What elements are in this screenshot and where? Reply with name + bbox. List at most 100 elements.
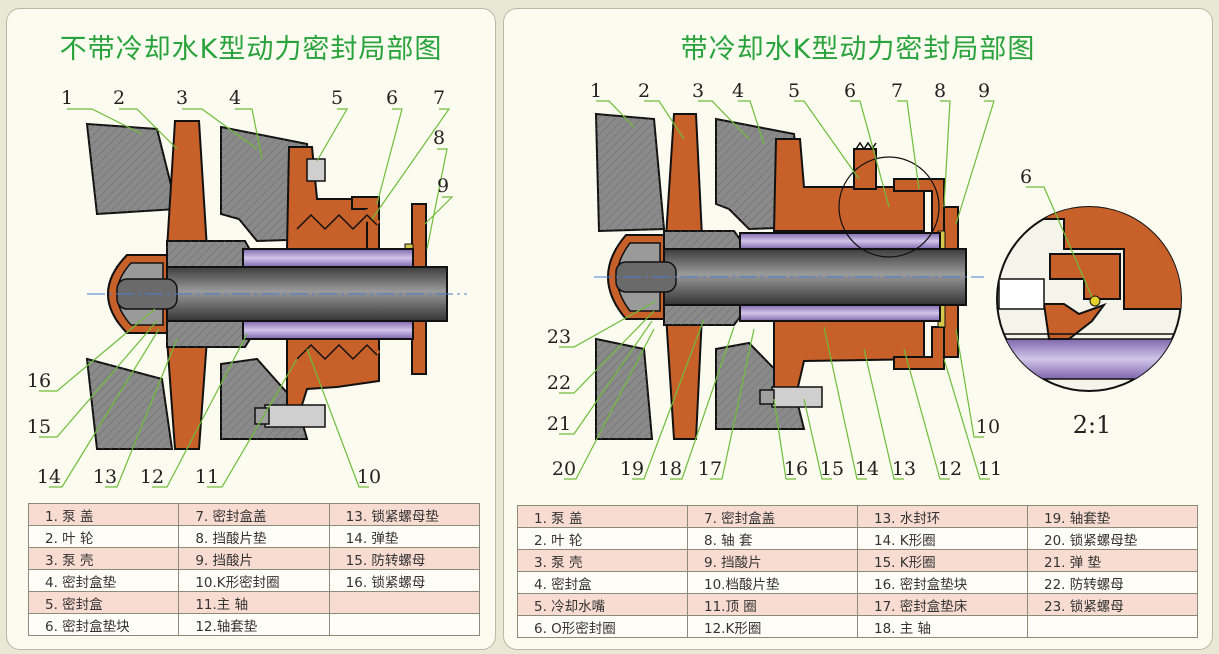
table-row: 4. 密封盒垫 10.K形密封圈 16. 锁紧螺母 <box>27 569 481 592</box>
right-callout-4: 4 <box>732 80 744 102</box>
left-callout-10: 10 <box>357 466 381 488</box>
legend-cell: 7. 密封盒盖 <box>178 503 330 526</box>
legend-cell: 4. 密封盒 <box>517 571 688 594</box>
legend-cell: 2. 叶 轮 <box>27 525 180 548</box>
right-callout-18: 18 <box>658 458 682 480</box>
legend-cell: 10.K形密封圈 <box>178 569 330 592</box>
legend-cell: 16. 锁紧螺母 <box>328 569 481 592</box>
right-callout-16: 16 <box>784 458 808 480</box>
left-callout-11: 11 <box>195 466 219 488</box>
k-seal-rings <box>293 208 381 366</box>
right-callout-5: 5 <box>788 80 800 102</box>
right-callout-7: 7 <box>891 80 903 102</box>
legend-cell: 6. O形密封圈 <box>517 615 688 638</box>
legend-cell: 11.顶 圈 <box>687 593 858 616</box>
left-callout-7: 7 <box>433 87 445 109</box>
legend-cell: 11.主 轴 <box>178 591 330 614</box>
legend-cell: 3. 泵 壳 <box>27 547 180 570</box>
legend-cell: 12.K形圈 <box>687 615 858 638</box>
left-callout-9: 9 <box>437 175 449 197</box>
table-row: 2. 叶 轮 8. 轴 套 14. K形圈 20. 锁紧螺母垫 <box>517 527 1198 550</box>
right-callout-21: 21 <box>547 413 571 435</box>
right-callout-10: 10 <box>976 416 1000 438</box>
left-callout-14: 14 <box>37 466 61 488</box>
left-callout-3: 3 <box>176 87 188 109</box>
left-diagram-panel: 不带冷却水K型动力密封局部图 <box>6 8 496 650</box>
right-leader-lines <box>559 100 995 480</box>
legend-cell: 7. 密封盒盖 <box>687 505 858 528</box>
legend-cell: 19. 轴套垫 <box>1027 505 1198 528</box>
legend-cell <box>328 591 481 614</box>
right-parts-legend-table: 1. 泵 盖 7. 密封盒盖 13. 水封环 19. 轴套垫 2. 叶 轮 8.… <box>517 505 1198 638</box>
table-row: 3. 泵 壳 9. 挡酸片 15. K形圈 21. 弹 垫 <box>517 549 1198 572</box>
table-row: 5. 密封盒 11.主 轴 <box>27 591 481 614</box>
legend-cell: 14. 弹垫 <box>328 525 481 548</box>
left-callout-labels: 1 2 3 4 5 6 7 8 9 10 11 12 13 14 15 16 <box>27 87 449 488</box>
right-callout-2: 2 <box>638 80 650 102</box>
o-ring-detail-marker <box>1089 295 1101 307</box>
table-row: 1. 泵 盖 7. 密封盒盖 13. 锁紧螺母垫 <box>27 503 481 526</box>
legend-cell: 1. 泵 盖 <box>517 505 688 528</box>
table-row: 1. 泵 盖 7. 密封盒盖 13. 水封环 19. 轴套垫 <box>517 505 1198 528</box>
legend-cell: 8. 挡酸片垫 <box>178 525 330 548</box>
legend-cell: 15. 防转螺母 <box>328 547 481 570</box>
legend-cell: 8. 轴 套 <box>687 527 858 550</box>
right-callout-9: 9 <box>978 80 990 102</box>
table-row: 6. O形密封圈 12.K形圈 18. 主 轴 <box>517 615 1198 638</box>
legend-cell: 18. 主 轴 <box>857 615 1028 638</box>
right-diagram-panel: 带冷却水K型动力密封局部图 <box>503 8 1213 650</box>
left-callout-13: 13 <box>93 466 117 488</box>
hex-bolts <box>759 386 823 408</box>
legend-cell: 16. 密封盒垫块 <box>857 571 1028 594</box>
left-callout-12: 12 <box>140 466 164 488</box>
left-callout-6: 6 <box>386 87 398 109</box>
right-cross-section-drawing <box>559 100 1182 480</box>
right-callout-17: 17 <box>698 458 722 480</box>
right-callout-20: 20 <box>552 458 576 480</box>
legend-cell: 22. 防转螺母 <box>1027 571 1198 594</box>
pump-cover-top <box>594 112 666 233</box>
left-callout-5: 5 <box>331 87 343 109</box>
left-parts-legend-table: 1. 泵 盖 7. 密封盒盖 13. 锁紧螺母垫 2. 叶 轮 8. 挡酸片垫 … <box>27 503 481 636</box>
legend-cell: 5. 冷却水嘴 <box>517 593 688 616</box>
legend-cell: 1. 泵 盖 <box>27 503 180 526</box>
k-seal-rings <box>781 197 915 343</box>
legend-cell: 13. 水封环 <box>857 505 1028 528</box>
detail-marker-circle <box>838 156 940 258</box>
legend-cell: 3. 泵 壳 <box>517 549 688 572</box>
legend-cell: 4. 密封盒垫 <box>27 569 180 592</box>
legend-cell: 2. 叶 轮 <box>517 527 688 550</box>
legend-cell: 9. 挡酸片 <box>687 549 858 572</box>
table-row: 4. 密封盒 10.档酸片垫 16. 密封盒垫块 22. 防转螺母 <box>517 571 1198 594</box>
table-row: 6. 密封盒垫块 12.轴套垫 <box>27 613 481 636</box>
left-callout-16: 16 <box>27 370 51 392</box>
left-diagram-title: 不带冷却水K型动力密封局部图 <box>59 34 443 65</box>
right-callout-22: 22 <box>547 372 571 394</box>
right-callout-14: 14 <box>855 458 879 480</box>
right-callout-15: 15 <box>820 458 844 480</box>
legend-cell: 15. K形圈 <box>857 549 1028 572</box>
right-callout-13: 13 <box>892 458 916 480</box>
table-row: 3. 泵 壳 9. 挡酸片 15. 防转螺母 <box>27 547 481 570</box>
right-callout-3: 3 <box>692 80 704 102</box>
legend-cell <box>1027 615 1198 638</box>
table-row: 5. 冷却水嘴 11.顶 圈 17. 密封盒垫床 23. 锁紧螺母 <box>517 593 1198 616</box>
legend-cell: 21. 弹 垫 <box>1027 549 1198 572</box>
legend-cell: 6. 密封盒垫块 <box>27 613 180 636</box>
left-callout-8: 8 <box>433 127 445 149</box>
left-callout-2: 2 <box>113 87 125 109</box>
right-callout-19: 19 <box>620 458 644 480</box>
right-diagram-title: 带冷却水K型动力密封局部图 <box>680 34 1036 65</box>
right-callout-8: 8 <box>934 80 946 102</box>
legend-cell: 5. 密封盒 <box>27 591 180 614</box>
right-callout-1: 1 <box>590 80 602 102</box>
legend-cell: 13. 锁紧螺母垫 <box>328 503 481 526</box>
legend-cell: 12.轴套垫 <box>178 613 330 636</box>
legend-cell: 20. 锁紧螺母垫 <box>1027 527 1198 550</box>
legend-cell: 23. 锁紧螺母 <box>1027 593 1198 616</box>
left-callout-4: 4 <box>229 87 241 109</box>
right-callout-12: 12 <box>938 458 962 480</box>
left-callout-1: 1 <box>61 87 73 109</box>
left-callout-15: 15 <box>27 416 51 438</box>
detail-scale-label: 2:1 <box>1073 411 1112 439</box>
